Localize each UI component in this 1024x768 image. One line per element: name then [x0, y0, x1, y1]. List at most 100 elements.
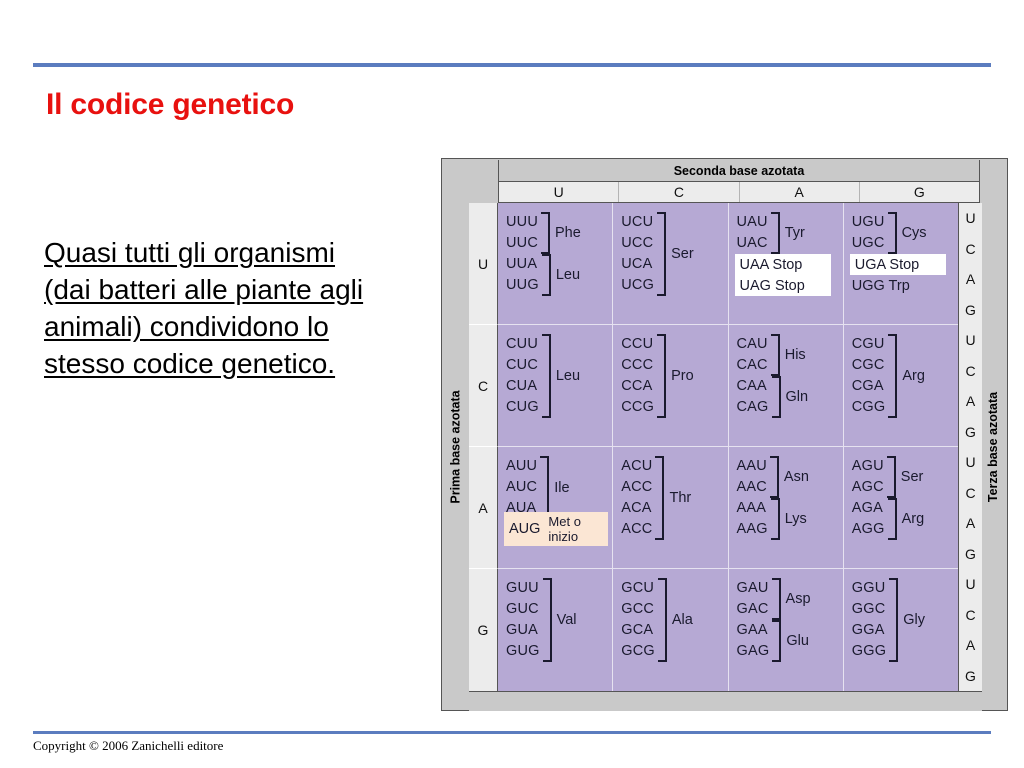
codon: AUC: [506, 479, 538, 495]
codon: GCC: [621, 601, 655, 617]
amino-acid-label: Ile: [554, 479, 570, 496]
second-base-header-g: G: [913, 184, 925, 200]
codon: CUG: [506, 399, 539, 415]
second-base-header-row: U C A G: [498, 182, 980, 203]
codon: CAG: [736, 399, 769, 415]
amino-acid-label: Cys: [901, 225, 927, 241]
codon: GAG: [736, 643, 770, 659]
codon: AGU: [851, 458, 884, 474]
group-bracket-icon: [541, 254, 551, 296]
second-base-header-u: U: [499, 182, 620, 202]
codon: ACC: [621, 521, 653, 537]
codon: UAC: [736, 235, 768, 251]
codon: UAU: [736, 214, 768, 230]
third-base-caption-label: Terza base azotata: [986, 391, 1001, 503]
first-base-label-u: U: [469, 203, 498, 325]
codon: CUA: [506, 378, 538, 394]
codon: GUA: [506, 622, 539, 638]
stop-codon-box: UAA Stop: [734, 254, 831, 275]
codon-list: GAA GAG: [737, 620, 770, 662]
third-base-label: A: [965, 637, 976, 654]
third-base-label: U: [965, 210, 976, 227]
third-base-label: C: [965, 240, 976, 257]
group-bracket-icon: [770, 498, 780, 540]
third-base-caption: Terza base azotata: [979, 203, 1006, 691]
codon: GCA: [621, 622, 654, 638]
table-footer-band: [469, 691, 982, 711]
start-codon: AUG: [509, 521, 541, 537]
amino-acid-label: Lys: [784, 511, 807, 527]
third-base-label: G: [965, 545, 976, 562]
codon: CCG: [621, 399, 655, 415]
codon: UCG: [621, 277, 655, 293]
third-base-label: G: [965, 667, 976, 684]
codon: GGG: [851, 643, 887, 659]
group-bracket-icon: [770, 334, 780, 376]
third-base-label: U: [965, 454, 976, 471]
group-bracket-icon: [541, 334, 551, 418]
codon: GAA: [736, 622, 768, 638]
amino-acid-label: Val: [556, 612, 577, 628]
amino-acid-label: Gly: [903, 612, 925, 628]
stop-codon-box: UGA Stop: [849, 254, 946, 275]
third-base-label: C: [965, 484, 976, 501]
codon: UUC: [506, 235, 539, 251]
codon: CCU: [621, 336, 654, 352]
third-base-label: G: [965, 301, 976, 318]
codon: UUU: [506, 214, 539, 230]
codon: UGU: [851, 214, 885, 230]
group-bracket-icon: [887, 498, 897, 540]
group-bracket-icon: [771, 376, 781, 418]
codon-list: UAU UAC: [737, 212, 768, 254]
amino-acid-label: Leu: [555, 368, 581, 384]
first-base-label-c: C: [469, 325, 498, 447]
codon: CAC: [736, 357, 768, 373]
amino-acid-label: Asp: [785, 591, 811, 607]
group-bracket-icon: [772, 620, 782, 662]
start-codon-label-line1: Met o: [548, 514, 581, 529]
third-base-label: C: [965, 362, 976, 379]
codon: UCC: [621, 235, 654, 251]
codon: GCU: [621, 580, 655, 596]
codon: CGC: [851, 357, 885, 373]
amino-acid-label: Arg: [902, 368, 925, 384]
third-base-label: U: [965, 576, 976, 593]
group-bracket-icon: [657, 578, 667, 662]
copyright-notice: Copyright © 2006 Zanichelli editore: [33, 738, 224, 753]
